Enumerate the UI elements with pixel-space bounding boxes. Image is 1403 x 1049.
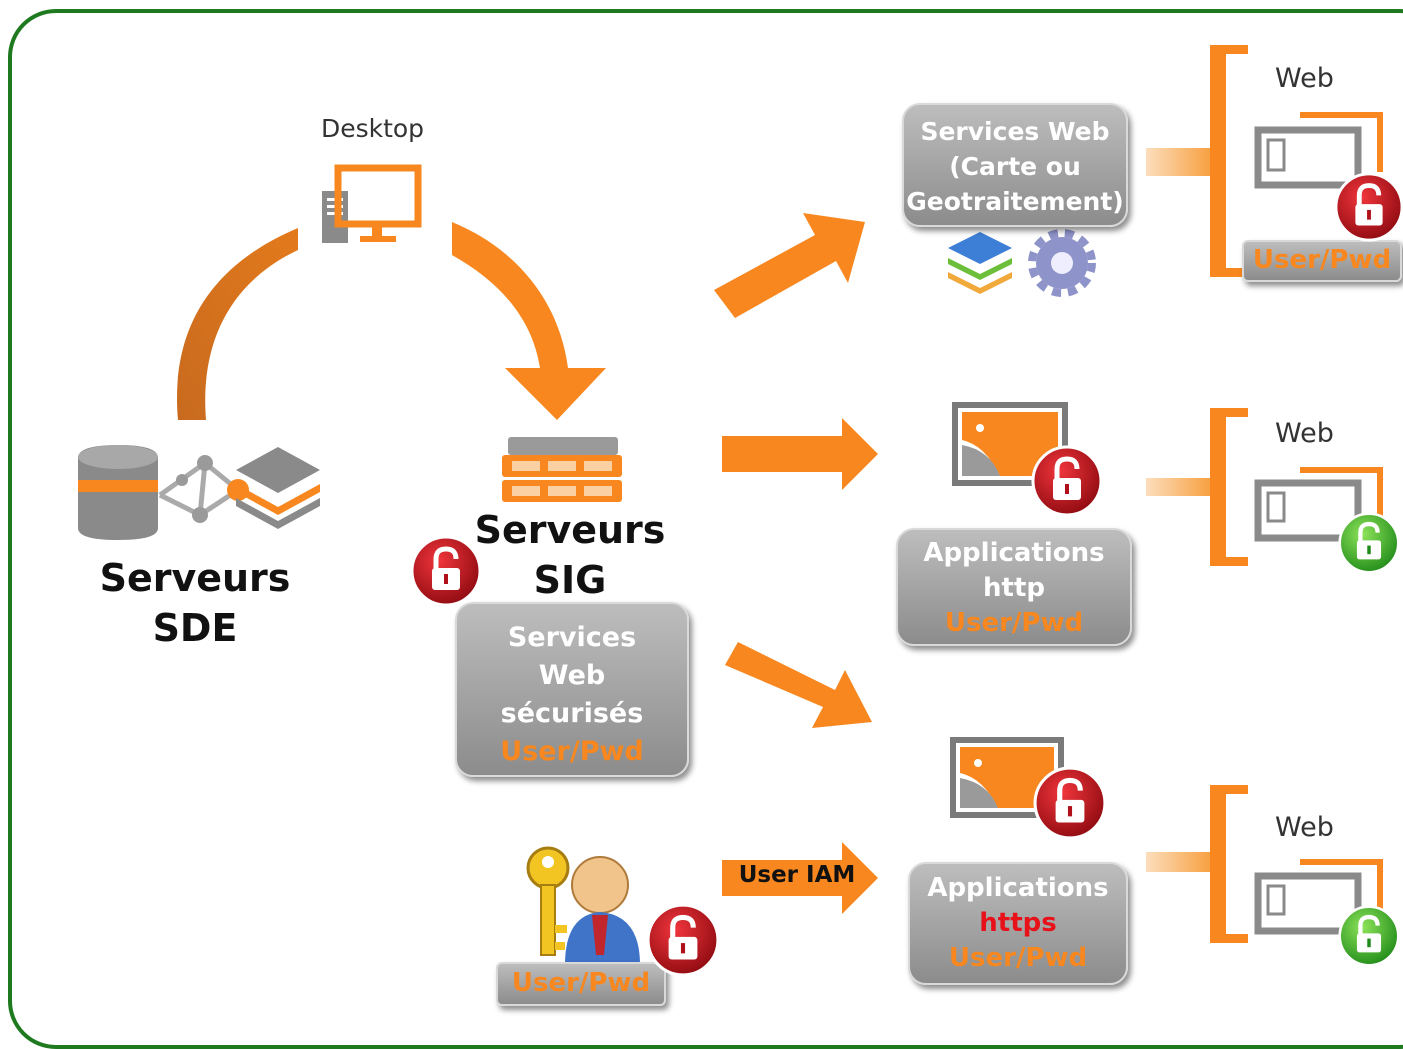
secured-services-box: Services Web sécurisés User/Pwd: [455, 602, 689, 777]
lock-icon-app-http: [1031, 445, 1103, 517]
lock-icon-sig: [410, 535, 482, 607]
web-client-3: [1146, 785, 1383, 943]
map-layers-icon: [948, 232, 1012, 294]
lock-icon-user: [646, 903, 720, 977]
arrow-to-app-https: [725, 642, 872, 728]
web-services-line1: Services Web: [920, 117, 1110, 146]
web-client-1-label: Web: [1275, 63, 1334, 94]
web-client-3-label: Web: [1275, 812, 1334, 843]
sig-line1: Serveurs: [474, 508, 666, 552]
arrow-to-app-http: [722, 418, 878, 490]
sig-line2: SIG: [533, 558, 607, 602]
lock-icon-app-https: [1033, 766, 1107, 840]
database-icon: [78, 445, 249, 540]
web-client-2: [1146, 408, 1383, 566]
arc-sde-desktop: [177, 228, 298, 420]
diagram-graphics: [78, 45, 1383, 965]
sde-line1: Serveurs: [99, 556, 291, 600]
secured-services-credential: User/Pwd: [500, 736, 644, 767]
iam-arrow-label: User IAM: [738, 862, 856, 888]
arrow-desktop-sig: [452, 222, 606, 420]
web-services-line2: (Carte ou: [949, 152, 1081, 181]
sde-line2: SDE: [152, 606, 238, 650]
app-https-line1: Applications: [927, 873, 1109, 903]
arrow-to-web-services: [714, 213, 865, 318]
web-client-2-label: Web: [1275, 418, 1334, 449]
layers-icon: [236, 447, 320, 529]
web-client-1: [1146, 45, 1383, 277]
secured-services-line3: sécurisés: [500, 698, 644, 729]
desktop-label: Desktop: [320, 114, 425, 143]
app-http-line2: http: [983, 573, 1045, 603]
desktop-icon: [322, 164, 422, 243]
server-icon: [502, 437, 622, 502]
web-client-1-credential: User/Pwd: [1242, 240, 1402, 282]
secured-services-line2: Web: [538, 660, 606, 691]
app-https-protocol: https: [979, 908, 1057, 938]
app-http-line1: Applications: [923, 538, 1105, 568]
user-key-icon: [526, 846, 640, 965]
web-services-box: Services Web (Carte ou Geotraitement): [902, 103, 1128, 227]
app-https-box: Applications https User/Pwd: [908, 862, 1128, 985]
web-services-line3: Geotraitement): [906, 187, 1124, 216]
secured-services-line1: Services: [507, 622, 637, 653]
app-https-credential: User/Pwd: [948, 943, 1088, 973]
sde-label: Serveurs SDE: [95, 553, 295, 653]
gear-icon: [1028, 229, 1096, 297]
arrow-user-iam: [722, 842, 878, 914]
app-http-credential: User/Pwd: [944, 608, 1084, 638]
user-credential-tag: User/Pwd: [496, 962, 666, 1006]
lock-icon-web-1: [1334, 172, 1403, 242]
lock-icon-web-3-open: [1338, 905, 1400, 967]
map-icon-http: [952, 402, 1068, 486]
app-http-box: Applications http User/Pwd: [896, 528, 1132, 646]
lock-icon-web-2-open: [1338, 512, 1400, 574]
sig-label: Serveurs SIG: [470, 505, 670, 605]
